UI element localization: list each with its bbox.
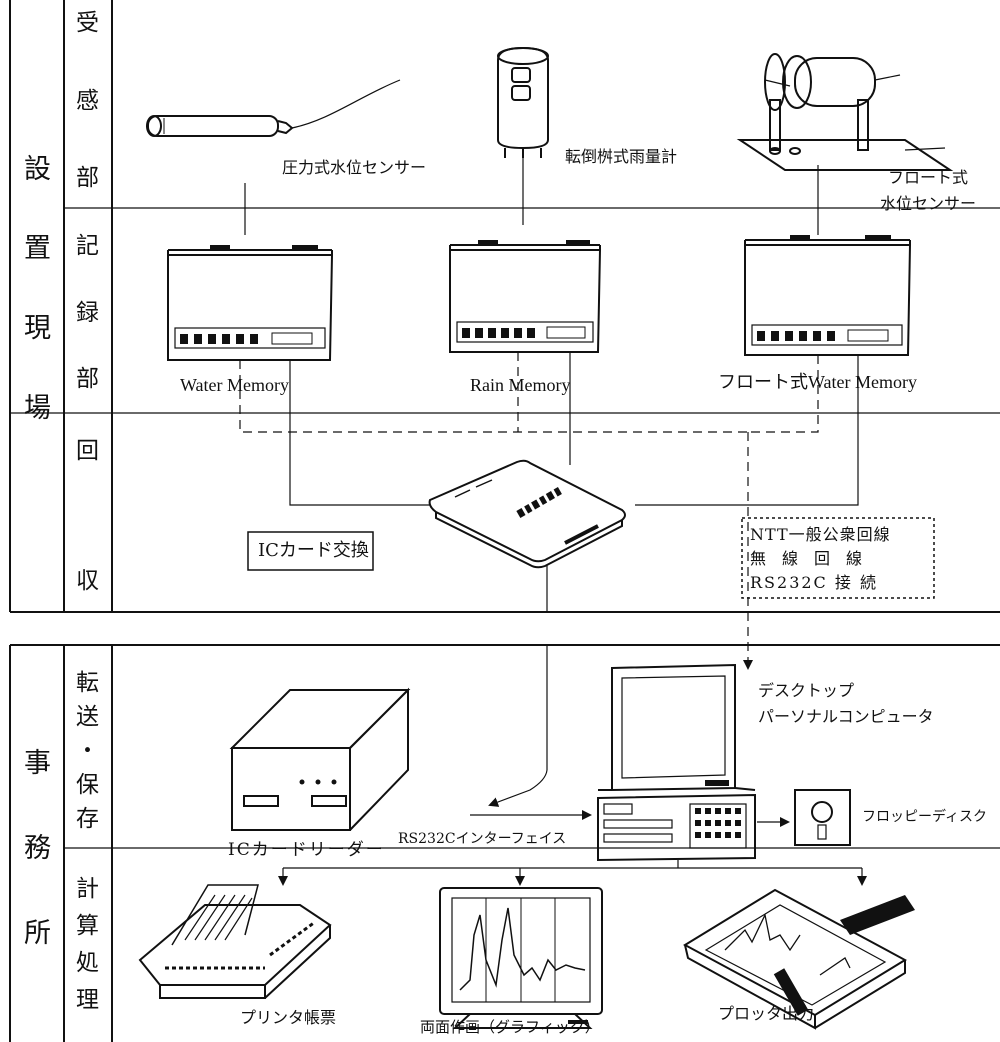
- printer-label: プリンタ帳票: [240, 1010, 336, 1026]
- ic-card-reader-label: ICカードリーダー: [228, 842, 385, 859]
- comm-line-2: 無 線 回 線: [750, 551, 862, 567]
- processing-char-1: 計: [76, 878, 99, 901]
- site-frame: [10, 0, 1000, 612]
- transfer-char-1: 転: [76, 672, 99, 695]
- water-memory-recorder: [168, 245, 332, 360]
- rain-memory-recorder: [450, 240, 600, 352]
- float-sensor-label-2: 水位センサー: [880, 196, 976, 212]
- screen-graphic-label: 両面作画（グラフィック）: [420, 1020, 600, 1035]
- sensing-char-1: 受: [76, 12, 99, 35]
- recording-char-1: 記: [76, 235, 99, 258]
- ic-card-reader-illustration: [232, 690, 408, 830]
- water-memory-label: Water Memory: [180, 376, 289, 394]
- ic-card-exchange-label: ICカード交換: [258, 542, 369, 560]
- plotter-label: プロッタ出力: [718, 1006, 814, 1022]
- processing-char-2: 算: [76, 915, 99, 938]
- float-sensor-illustration: [740, 54, 950, 170]
- desktop-pc-label-2: パーソナルコンピュータ: [758, 709, 934, 725]
- sensing-char-2: 感: [76, 90, 99, 113]
- office-section-char-1: 事: [24, 750, 51, 777]
- pressure-sensor-illustration: [147, 80, 400, 136]
- processing-char-4: 理: [76, 989, 99, 1012]
- site-section-char-1: 設: [24, 156, 51, 183]
- card-to-reader-arrow: [490, 645, 547, 805]
- floppy-disk-label: フロッピーディスク: [862, 810, 987, 824]
- float-sensor-label-1: フロート式: [888, 170, 968, 186]
- comm-line-1: NTT一般公衆回線: [750, 527, 891, 543]
- pressure-sensor-label: 圧力式水位センサー: [282, 160, 426, 176]
- sensing-char-3: 部: [76, 167, 99, 190]
- transfer-char-3: ・: [76, 740, 99, 763]
- float-water-memory-recorder: [745, 235, 910, 355]
- float-water-memory-label: フロート式Water Memory: [718, 373, 917, 391]
- processing-char-3: 処: [76, 952, 99, 975]
- desktop-pc-label-1: デスクトップ: [758, 683, 854, 699]
- graphic-monitor-illustration: [440, 888, 602, 1028]
- site-section-char-3: 現: [24, 315, 51, 342]
- site-section-char-2: 置: [24, 235, 51, 262]
- collection-char-2: 収: [76, 570, 99, 593]
- office-section-char-2: 務: [24, 835, 51, 862]
- desktop-pc-illustration: [598, 665, 755, 860]
- floppy-disk-illustration: [795, 790, 850, 845]
- printer-illustration: [140, 885, 330, 998]
- site-section-char-4: 場: [24, 395, 51, 422]
- rain-gauge-illustration: [498, 48, 548, 158]
- ic-card-illustration: [430, 461, 625, 568]
- recording-char-3: 部: [76, 368, 99, 391]
- transfer-char-4: 保: [76, 774, 99, 797]
- transfer-char-2: 送: [76, 706, 99, 729]
- rain-gauge-label: 転倒桝式雨量計: [565, 149, 677, 165]
- rain-memory-label: Rain Memory: [470, 376, 571, 394]
- rs232c-interface-label: RS232Cインターフェイス: [398, 832, 566, 846]
- comm-line-3: RS232C 接 続: [750, 575, 878, 591]
- collection-char-1: 回: [76, 440, 99, 463]
- transfer-char-5: 存: [76, 808, 99, 831]
- recording-char-2: 録: [76, 302, 99, 325]
- office-section-char-3: 所: [24, 920, 51, 947]
